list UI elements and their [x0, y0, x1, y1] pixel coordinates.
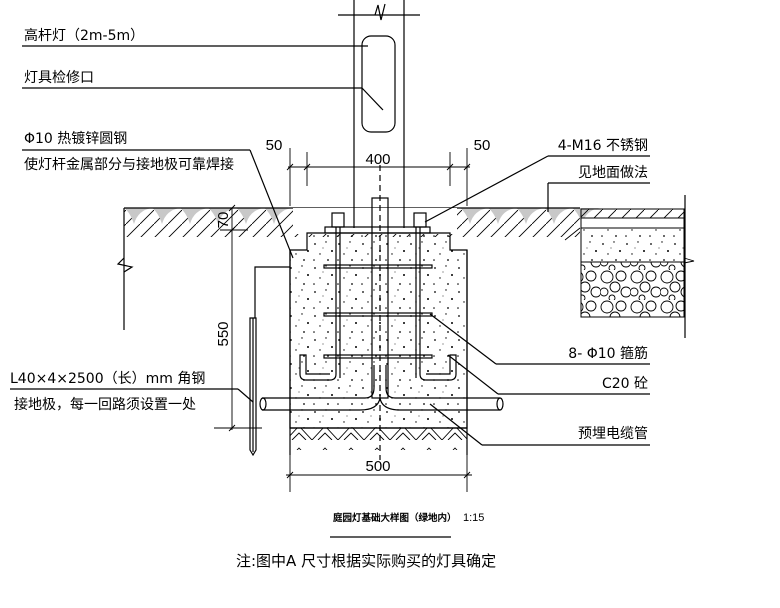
label-ground-rod-note: 使灯杆金属部分与接地极可靠焊接 — [24, 156, 234, 173]
leader-lines — [10, 45, 650, 446]
concrete-foundation — [289, 232, 468, 455]
dim-base-width: 500 — [365, 458, 390, 475]
drawing-note: 注:图中A 尺寸根据实际购买的灯具确定 — [236, 552, 496, 570]
label-concrete: C20 砼 — [602, 376, 648, 392]
dim-cover-depth: 70 — [215, 212, 232, 229]
grounding-angle-steel — [249, 266, 290, 457]
anchor-bolts — [299, 227, 457, 381]
bolt-nut-left — [331, 212, 345, 228]
label-bolts: 4-M16 不锈钢 — [558, 138, 648, 154]
label-pole: 高杆灯（2m-5m） — [24, 27, 144, 44]
floor-finish-detail — [564, 195, 695, 338]
label-cable-conduit: 预埋电缆管 — [578, 426, 648, 442]
dim-top-right-offset: 50 — [474, 137, 491, 154]
inspection-port-opening — [361, 35, 396, 133]
label-ground-rod-spec: Φ10 热镀锌圆钢 — [24, 130, 127, 147]
drawing-scale: 1:15 — [463, 512, 484, 524]
stirrups — [323, 264, 433, 359]
label-angle-steel-spec: L40×4×2500（长）mm 角钢 — [10, 371, 205, 387]
label-angle-steel-note: 接地极，每一回路须设置一处 — [14, 396, 196, 413]
cable-conduits — [259, 365, 504, 411]
label-stirrups: 8- Φ10 箍筋 — [568, 345, 648, 362]
dim-top-width: 400 — [365, 151, 390, 168]
label-ground-finish: 见地面做法 — [578, 165, 648, 181]
dim-top-left-offset: 50 — [266, 137, 283, 154]
ground-surface — [116, 203, 600, 330]
ground-shading — [124, 208, 600, 224]
dim-foundation-depth: 550 — [215, 321, 232, 346]
dimension-lines — [214, 148, 472, 492]
label-inspection-port: 灯具检修口 — [24, 70, 94, 86]
drawing-title: 庭园灯基础大样图（绿地内） — [333, 512, 457, 524]
